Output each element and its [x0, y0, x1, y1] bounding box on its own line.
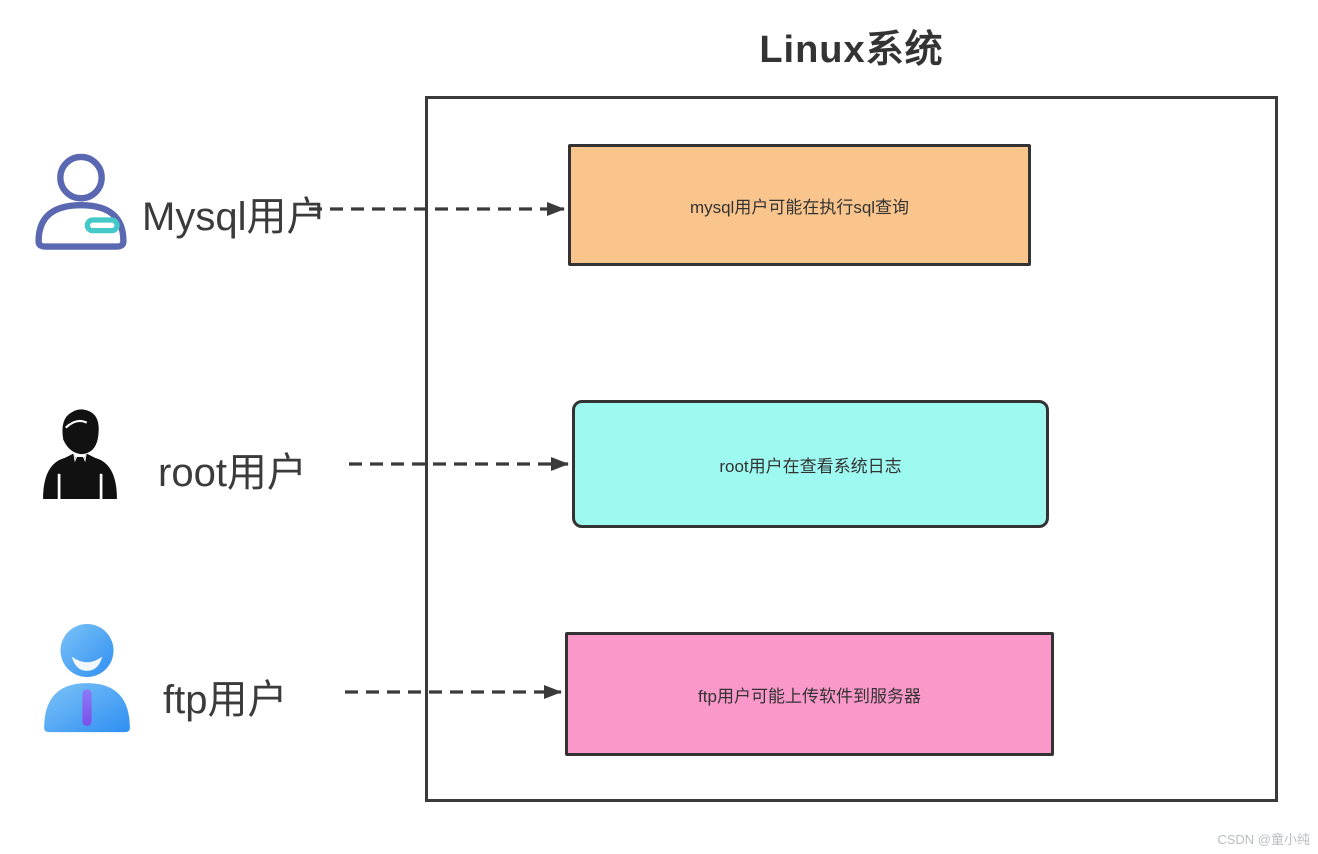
mysql-task-text: mysql用户可能在执行sql查询	[689, 197, 910, 217]
ftp-task-box: ftp用户可能上传软件到服务器	[565, 632, 1054, 756]
ftp-user-label: ftp用户	[163, 678, 288, 722]
root-task-text: root用户在查看系统日志	[719, 456, 902, 476]
ftp-user-icon	[36, 612, 138, 740]
blue-user-icon	[44, 623, 130, 733]
root-user-label: root用户	[158, 451, 307, 495]
mysql-user-icon	[28, 146, 134, 258]
ftp-task-text: ftp用户可能上传软件到服务器	[698, 686, 921, 706]
root-user-icon	[38, 392, 122, 512]
watermark: CSDN @童小纯	[1217, 832, 1310, 847]
mysql-user-label: Mysql用户	[142, 195, 327, 239]
diagram-title: Linux系统	[759, 29, 944, 71]
outline-user-icon	[35, 153, 127, 250]
root-task-box: root用户在查看系统日志	[572, 400, 1049, 528]
businessman-icon	[43, 409, 117, 500]
mysql-task-box: mysql用户可能在执行sql查询	[568, 144, 1031, 266]
